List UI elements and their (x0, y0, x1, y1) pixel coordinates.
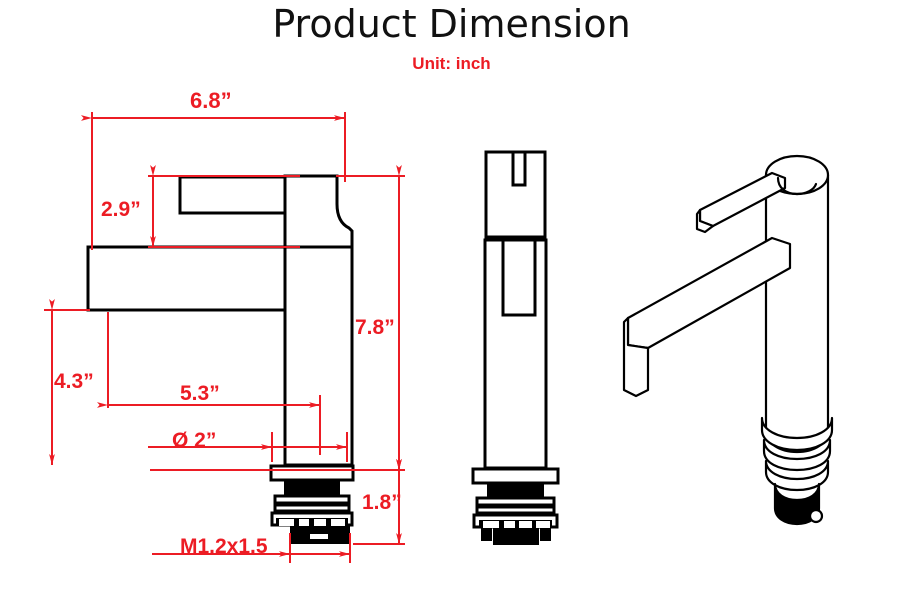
dim-label-overall-width: 6.8” (190, 88, 232, 113)
page-title: Product Dimension (272, 2, 631, 46)
front-gasket-ring-lower (475, 505, 556, 515)
iso-spout-tip (622, 316, 650, 398)
dim-shank-length (353, 459, 405, 545)
front-stud-leg-left (481, 528, 492, 541)
deck-flange (269, 464, 355, 482)
nut-tooth-gap-2 (299, 519, 309, 526)
iso-base-ring-1 (760, 416, 834, 452)
shank-collar (284, 481, 340, 496)
nut-tooth-gap-1 (279, 519, 294, 526)
iso-base-ring-3 (764, 459, 830, 492)
dim-label-handle-height: 2.9” (101, 198, 141, 221)
front-nut-tooth-gap-4 (536, 521, 550, 528)
gasket-ring-lower (273, 503, 351, 513)
iso-handle-cap (695, 208, 715, 234)
spout-outline (86, 245, 287, 312)
stud-slot (310, 534, 328, 539)
iso-handle-collar (776, 176, 818, 196)
dim-label-base-diameter: Ø 2” (172, 429, 217, 452)
unit-subtitle: Unit: inch (412, 54, 491, 73)
front-nut-tooth-gap-2 (504, 521, 515, 528)
front-threaded-stud (493, 528, 539, 545)
dim-overall-height (150, 165, 405, 471)
front-spout-edge (501, 238, 537, 317)
isometric-view (622, 154, 834, 526)
front-gasket-ring-upper (475, 496, 556, 507)
side-view (44, 112, 405, 563)
dim-overall-width (81, 112, 346, 250)
gasket-ring-upper (273, 494, 351, 505)
iso-body-cylinder (764, 173, 830, 454)
front-nut-tooth-gap-1 (483, 521, 499, 528)
iso-stud-notch (808, 508, 824, 524)
dim-label-shank-length: 1.8” (362, 491, 402, 514)
dim-label-spout-height: 4.3” (54, 370, 94, 393)
front-cap-slot (511, 150, 527, 187)
front-stud-leg-right (540, 528, 551, 541)
nut-tooth-gap-4 (331, 519, 345, 526)
nut-tooth-gap-3 (314, 519, 326, 526)
front-shank-collar (487, 484, 544, 498)
dim-spout-height (44, 299, 90, 465)
dim-thread-spec (152, 533, 351, 563)
front-deck-flange (471, 467, 560, 485)
dim-label-overall-height: 7.8” (355, 316, 395, 339)
dim-label-spout-reach: 5.3” (180, 382, 220, 405)
front-view (471, 150, 560, 545)
body-upper-outline (283, 174, 354, 249)
dim-label-thread-spec: M1.2x1.5 (180, 535, 268, 558)
front-nut-tooth-gap-3 (519, 521, 532, 528)
iso-threaded-stud (773, 482, 821, 526)
iso-base-ring-2 (762, 438, 832, 472)
dim-base-diameter (148, 432, 348, 462)
dim-handle-height (148, 165, 300, 248)
body-column-outline (283, 245, 354, 467)
